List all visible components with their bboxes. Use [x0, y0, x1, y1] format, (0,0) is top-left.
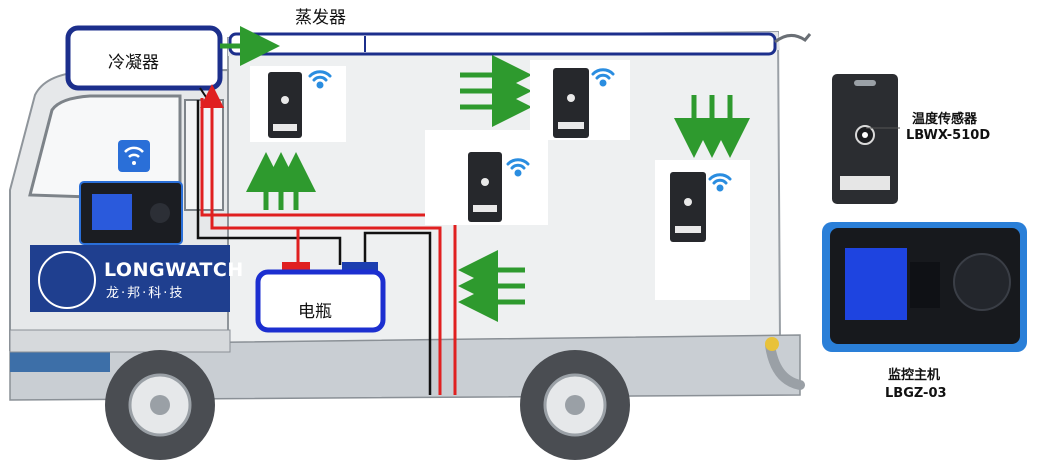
brand-logo: LONGWATCH 龙·邦·科·技: [30, 245, 243, 312]
sensor-device-icon: [655, 160, 750, 300]
condenser-unit: [65, 25, 223, 91]
brand-chinese-name: 龙·邦·科·技: [106, 286, 185, 301]
wifi-icon: [118, 140, 150, 172]
condenser-label: 冷凝器: [108, 53, 159, 73]
battery-icon: [255, 262, 386, 333]
battery-label: 电瓶: [298, 302, 332, 322]
seal-logo-icon: [38, 251, 96, 309]
sensor-name-label: 温度传感器: [912, 112, 978, 127]
monitor-host-icon: [79, 181, 183, 245]
evaporator-unit: [228, 32, 777, 56]
monitor-host-icon: [822, 222, 1027, 352]
host-model-label: LBGZ-03: [885, 386, 947, 401]
brand-name: LONGWATCH: [104, 259, 244, 281]
sensor-model-label: LBWX-510D: [906, 128, 991, 143]
wifi-icon: [591, 68, 615, 87]
sensor-device-icon: [832, 74, 898, 204]
wifi-icon: [506, 158, 530, 177]
wheel-icon: [105, 350, 215, 460]
sensor-device-icon: [530, 60, 630, 140]
wifi-icon: [708, 173, 732, 192]
sensor-device-icon: [425, 130, 548, 225]
wifi-icon: [308, 70, 332, 89]
evaporator-label: 蒸发器: [295, 8, 346, 28]
wheel-icon: [520, 350, 630, 460]
sensor-device-icon: [250, 66, 346, 142]
host-name-label: 监控主机: [888, 368, 941, 383]
airflow-arrows: [246, 55, 750, 322]
